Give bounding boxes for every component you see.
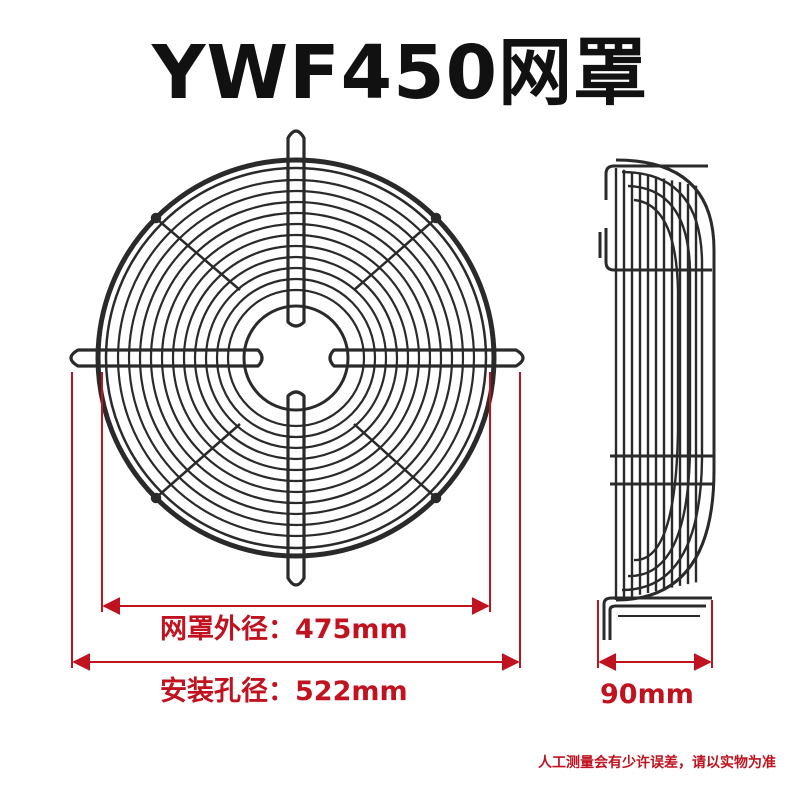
fan-guard-front-view (69, 129, 525, 587)
measurement-disclaimer: 人工测量会有少许误差，请以实物为准 (538, 755, 776, 771)
wire-ring (127, 189, 465, 527)
wire-ring (182, 244, 410, 472)
wire-ring (160, 222, 432, 494)
wire-ring (204, 266, 388, 450)
wire-ring (215, 277, 377, 439)
dimension-lines (71, 372, 713, 671)
fan-guard-side-view (598, 158, 716, 640)
wire-ring (226, 288, 366, 428)
mount-hole-diameter-label: 安装孔径：522mm (160, 676, 408, 707)
wire-ring (171, 233, 421, 483)
outer-diameter-label: 网罩外径：475mm (160, 614, 408, 645)
wire-ring (193, 255, 399, 461)
wire-ring (138, 200, 454, 516)
wire-ring (116, 178, 476, 538)
depth-label: 90mm (600, 679, 694, 710)
product-title: YWF450网罩 (151, 30, 649, 116)
wire-ring (149, 211, 443, 505)
